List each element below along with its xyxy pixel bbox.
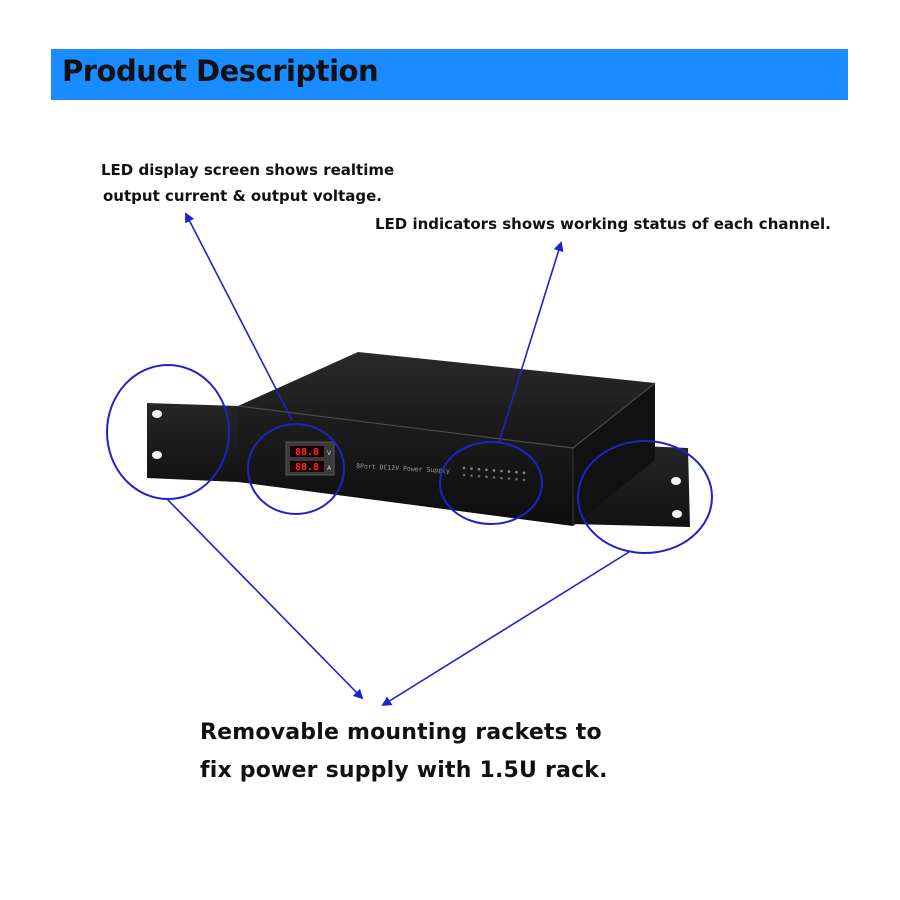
callout-mounting-rackets: Removable mounting rackets to fix power … bbox=[200, 714, 608, 790]
highlight-circle-indicators bbox=[439, 441, 543, 525]
left-bracket-hole-top bbox=[152, 410, 162, 418]
led-indicator-dot bbox=[515, 470, 518, 474]
led-indicator-dot bbox=[477, 467, 481, 471]
meter-voltage-value: 88.8 bbox=[295, 447, 319, 458]
arrow-to-display-callout bbox=[185, 212, 293, 421]
led-indicator-dot bbox=[507, 477, 511, 480]
led-indicator-dot bbox=[462, 466, 466, 470]
led-indicator-dot bbox=[477, 474, 481, 478]
led-indicator-dot bbox=[470, 467, 473, 470]
led-indicator-dot bbox=[492, 469, 496, 472]
callout-led-display-line2: output current & output voltage. bbox=[103, 187, 382, 205]
callout-led-display-line1: LED display screen shows realtime bbox=[101, 161, 395, 179]
left-bracket-hole-bottom bbox=[152, 451, 162, 459]
led-indicator-dot bbox=[470, 474, 473, 477]
highlight-circle-right-bracket bbox=[577, 440, 713, 554]
led-indicator-dot bbox=[507, 470, 511, 473]
arrow-left-bracket-to-caption bbox=[166, 498, 364, 700]
right-bracket-hole-bottom bbox=[672, 510, 682, 518]
meter-voltage-unit: V bbox=[327, 450, 332, 457]
callout-led-indicators: LED indicators shows working status of e… bbox=[375, 215, 831, 233]
led-indicator-dot bbox=[522, 471, 526, 475]
section-header-banner: Product Description bbox=[51, 49, 848, 100]
led-indicator-dot bbox=[462, 473, 466, 477]
led-indicator-dot bbox=[485, 468, 488, 472]
led-indicator-dot bbox=[500, 469, 503, 473]
led-indicator-dot bbox=[485, 475, 488, 479]
right-bracket-hole-top bbox=[671, 477, 681, 485]
highlight-circle-display bbox=[247, 423, 345, 515]
led-display-meter: 88.8 88.8 V A bbox=[285, 441, 335, 476]
led-indicator-panel bbox=[462, 466, 526, 482]
led-indicator-dot bbox=[522, 478, 526, 482]
meter-current-unit: A bbox=[327, 465, 332, 472]
section-title: Product Description bbox=[62, 54, 379, 88]
meter-current-value: 88.8 bbox=[295, 462, 319, 473]
arrow-right-bracket-to-caption bbox=[381, 551, 630, 707]
arrow-to-indicators-callout bbox=[498, 241, 564, 443]
left-mounting-bracket bbox=[147, 403, 238, 482]
callout-mounting-rackets-line1: Removable mounting rackets to bbox=[200, 720, 602, 745]
power-supply-chassis bbox=[237, 352, 656, 526]
led-indicator-dot bbox=[492, 476, 496, 479]
led-indicator-dot bbox=[500, 476, 503, 480]
led-indicator-dot bbox=[515, 477, 518, 481]
callout-mounting-rackets-line2: fix power supply with 1.5U rack. bbox=[200, 758, 608, 783]
callout-led-display: LED display screen shows realtime output… bbox=[101, 157, 394, 209]
